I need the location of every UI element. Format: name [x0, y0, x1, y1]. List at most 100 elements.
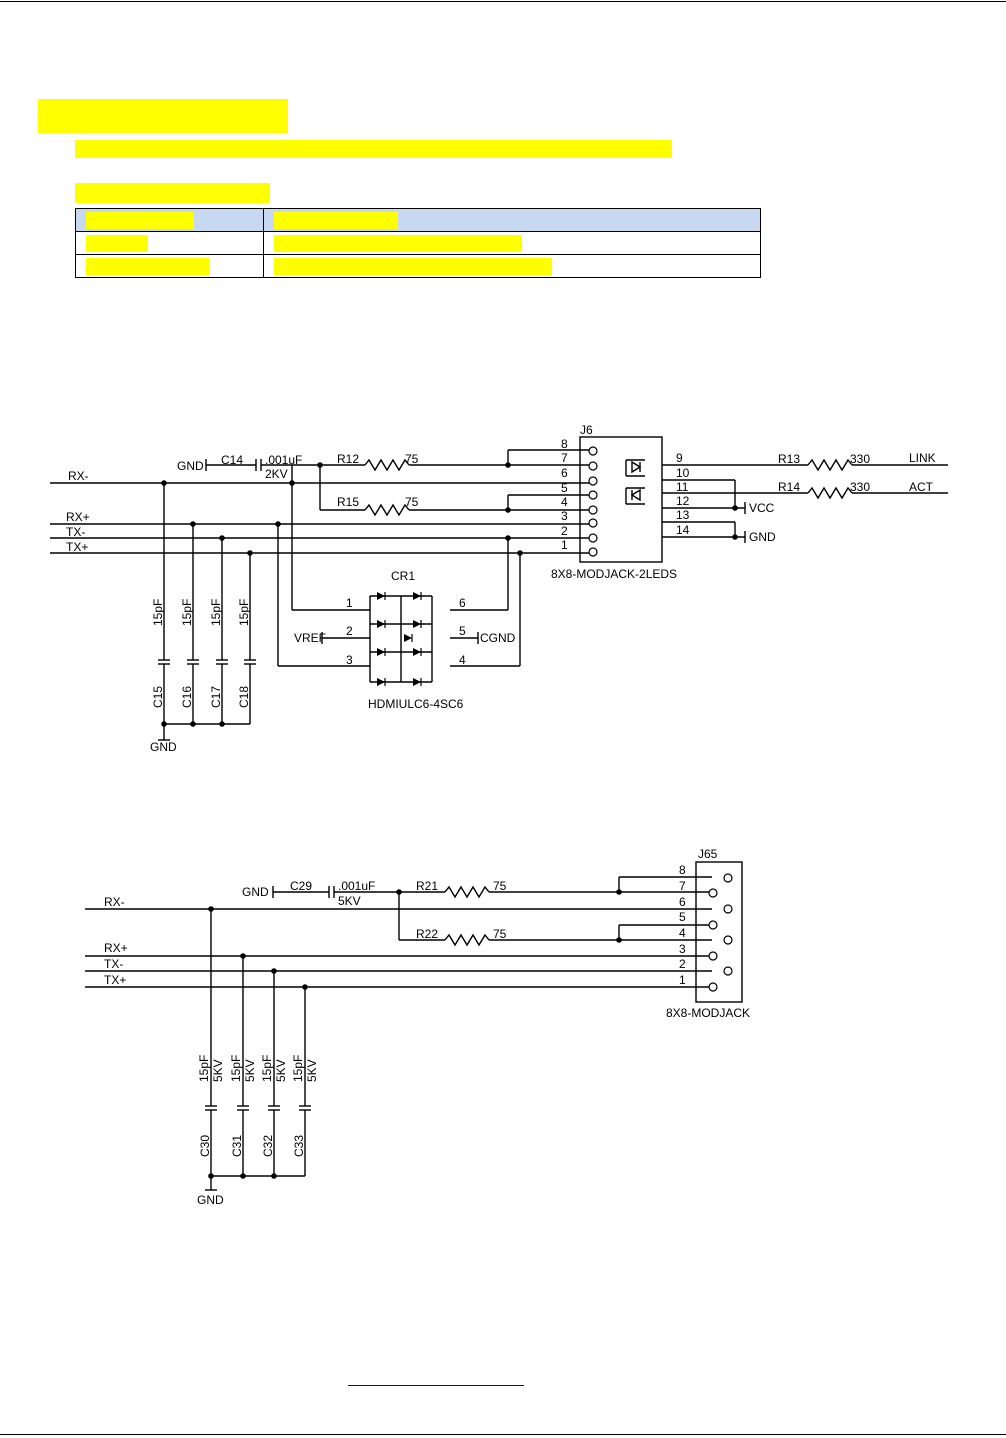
res-value-r12: 75 [405, 452, 419, 466]
tvs-ref-cr1: CR1 [391, 569, 415, 583]
net-label-cgnd: CGND [480, 631, 516, 645]
table-cell [75, 254, 264, 278]
net-label-link: LINK [909, 451, 936, 465]
net-label-rx-minus: RX- [68, 469, 89, 483]
net-label-tx-plus: TX+ [66, 540, 88, 554]
cap-ref-c17: C17 [209, 686, 223, 708]
pin-label: 3 [561, 509, 568, 523]
cap-value-c17: 15pF [209, 599, 223, 626]
tvs-value-cr1: HDMIULC6-4SC6 [368, 697, 464, 711]
pin-label: 8 [679, 863, 686, 877]
pin-label: 6 [679, 895, 686, 909]
table-row [75, 231, 761, 255]
res-value-r13: 330 [850, 452, 870, 466]
pin-label: 1 [561, 538, 568, 552]
junction-dots-1 [161, 462, 738, 727]
res-ref-r13: R13 [778, 452, 800, 466]
cap-rating-c29: 5KV [338, 894, 361, 908]
net-label-tx-minus: TX- [66, 525, 85, 539]
pin-label: 4 [459, 653, 466, 667]
cap-value-c14: .001uF [265, 453, 302, 467]
pin-label: 4 [679, 926, 686, 940]
pin-label: 7 [561, 451, 568, 465]
pin-label: 13 [676, 508, 690, 522]
table-header-row [75, 208, 761, 232]
net-label-vref: VREF [294, 631, 326, 645]
net-label-gnd: GND [177, 459, 204, 473]
table-cell [263, 254, 761, 278]
net-label-gnd: GND [749, 530, 776, 544]
table-header-cell [75, 208, 264, 232]
cap-value-c16: 15pF [180, 599, 194, 626]
section-heading-highlight [38, 99, 288, 133]
pin-label: 12 [676, 494, 690, 508]
net-label-act: ACT [909, 480, 934, 494]
tvs-diodes-1 [376, 591, 422, 687]
pin-label: 1 [346, 596, 353, 610]
connector-ref-j65: J65 [698, 847, 718, 861]
cap-ref-c15: C15 [151, 686, 165, 708]
pin-label: 5 [459, 624, 466, 638]
net-label-rx-plus: RX+ [104, 941, 128, 955]
net-label-tx-plus: TX+ [104, 973, 126, 987]
net-label-rx-minus: RX- [104, 895, 125, 909]
cap-ref-c31: C31 [230, 1135, 244, 1157]
net-label-gnd: GND [150, 740, 177, 754]
res-ref-r15: R15 [337, 495, 359, 509]
cap-rating-c14: 2KV [265, 467, 288, 481]
net-label-tx-minus: TX- [104, 957, 123, 971]
labels-schematic-1: RX- RX+ TX- TX+ GND C14 .001uF 2KV R12 7… [66, 423, 936, 754]
res-value-r22: 75 [493, 927, 507, 941]
pin-label: 10 [676, 466, 690, 480]
footer-rule [0, 1434, 1006, 1435]
table-caption-highlight [75, 183, 270, 203]
net-label-gnd: GND [197, 1193, 224, 1207]
schematic-2 [85, 861, 743, 1191]
res-ref-r14: R14 [778, 480, 800, 494]
pin-label: 6 [561, 466, 568, 480]
cap-value-c33: 15pF [291, 1055, 305, 1082]
res-value-r15: 75 [405, 495, 419, 509]
cap-value-c31: 15pF [229, 1055, 243, 1082]
cap-value-c30: 15pF [197, 1055, 211, 1082]
pin-label: 14 [676, 523, 690, 537]
net-label-vcc: VCC [749, 501, 775, 515]
cap-value-c32: 15pF [260, 1055, 274, 1082]
paragraph-highlight [75, 140, 672, 158]
cap-ref-c16: C16 [180, 686, 194, 708]
pin-label: 6 [459, 596, 466, 610]
cap-rating-c30: 5KV [211, 1059, 225, 1082]
res-ref-r22: R22 [416, 927, 438, 941]
table-row [75, 254, 761, 278]
cap-ref-c14: C14 [221, 453, 243, 467]
labels-schematic-2: RX- RX+ TX- TX+ GND C29 .001uF 5KV R21 7… [104, 847, 750, 1207]
pin-label: 3 [679, 942, 686, 956]
pin-label: 8 [561, 437, 568, 451]
pin-label: 11 [676, 480, 689, 494]
res-value-r14: 330 [850, 480, 870, 494]
pin-label: 5 [679, 910, 686, 924]
connector-value-j65: 8X8-MODJACK [666, 1006, 750, 1020]
schematic-1 [50, 436, 948, 741]
cap-rating-c33: 5KV [305, 1059, 319, 1082]
connector-ref-j6: J6 [580, 423, 593, 437]
pin-label: 2 [561, 524, 568, 538]
pin-label: 4 [561, 495, 568, 509]
pin-label: 1 [679, 973, 686, 987]
header-rule [0, 1, 1006, 2]
pin-label: 2 [346, 624, 353, 638]
net-label-rx-plus: RX+ [66, 510, 90, 524]
cap-ref-c29: C29 [290, 879, 312, 893]
cap-value-c29: .001uF [338, 879, 375, 893]
pin-label: 5 [561, 481, 568, 495]
cap-value-c18: 15pF [237, 599, 251, 626]
cap-rating-c31: 5KV [243, 1059, 257, 1082]
pin-label: 9 [676, 451, 683, 465]
junction-dots-2 [208, 889, 622, 1179]
cap-ref-c32: C32 [261, 1135, 275, 1157]
footer-link-underline[interactable] [348, 1385, 524, 1386]
res-ref-r21: R21 [416, 879, 438, 893]
net-label-gnd: GND [242, 885, 269, 899]
cap-ref-c30: C30 [198, 1135, 212, 1157]
